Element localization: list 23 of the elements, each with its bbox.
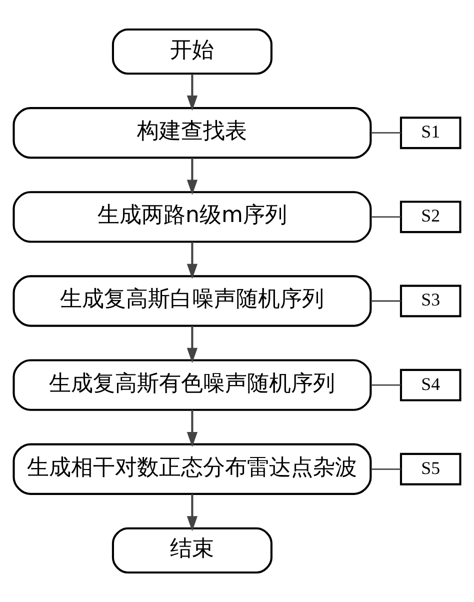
node-box: S4: [400, 368, 462, 402]
connector: [371, 468, 401, 470]
node-box: 生成复高斯有色噪声随机序列: [12, 359, 372, 411]
arrow: [186, 410, 198, 448]
connector: [371, 132, 401, 134]
arrow: [186, 494, 198, 532]
node-box: 结束: [112, 527, 272, 574]
arrow: [186, 158, 198, 195]
node-box: S3: [400, 284, 462, 318]
arrow: [186, 74, 198, 111]
node-box: S2: [400, 200, 462, 234]
connector: [371, 300, 401, 302]
node-box: 生成复高斯白噪声随机序列: [12, 275, 372, 327]
connector: [371, 384, 401, 386]
arrow: [186, 242, 198, 279]
node-box: 构建查找表: [12, 107, 372, 159]
node-box: S1: [400, 116, 462, 150]
node-box: 开始: [112, 28, 272, 75]
node-box: S5: [400, 452, 462, 486]
arrow: [186, 326, 198, 364]
node-box: 生成两路n级m序列: [12, 191, 372, 243]
connector: [371, 216, 401, 218]
node-box: 生成相干对数正态分布雷达点杂波: [12, 443, 372, 495]
